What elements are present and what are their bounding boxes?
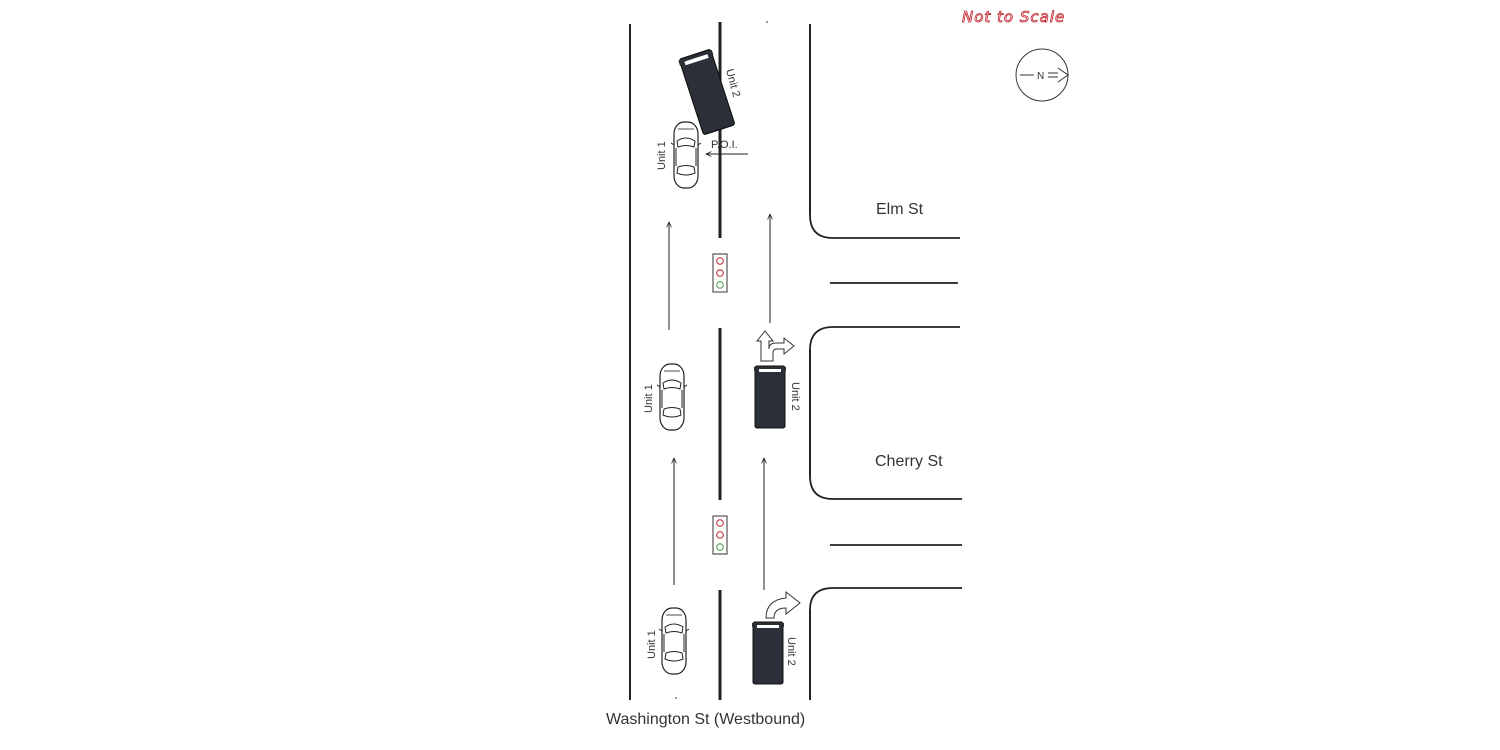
not-to-scale-note: Not to Scale — [962, 8, 1065, 26]
unit1-label: Unit 1 — [656, 141, 668, 170]
cherry-st-label: Cherry St — [875, 453, 943, 470]
north-compass-icon: N — [1015, 48, 1069, 102]
elm-st-label: Elm St — [876, 201, 924, 218]
right-turn-arrow — [765, 591, 801, 619]
elm-st-road — [809, 214, 960, 351]
unit1-sedan-position-2 — [656, 363, 688, 431]
unit2-label: Unit 2 — [785, 637, 797, 666]
traffic-signal-upper — [712, 253, 728, 293]
unit1-sedan-position-1 — [658, 607, 690, 675]
unit2-truck-position-2 — [753, 365, 787, 429]
unit2-label: Unit 2 — [723, 68, 742, 99]
unit1-label: Unit 1 — [643, 384, 655, 413]
lane-mark-dot — [766, 21, 768, 23]
unit2-label: Unit 2 — [789, 382, 801, 411]
unit1-label: Unit 1 — [646, 630, 658, 659]
road-edges — [629, 24, 811, 700]
travel-path-arrows — [669, 154, 770, 590]
cherry-st-road — [809, 475, 962, 611]
unit2-truck-position-1 — [751, 621, 785, 685]
lane-mark-dot — [675, 697, 677, 699]
traffic-signal-lower — [712, 515, 728, 555]
straight-right-turn-arrow — [756, 330, 795, 362]
poi-label: P.O.I. — [711, 139, 738, 151]
washington-st-label: Washington St (Westbound) — [606, 711, 805, 728]
north-label: N — [1037, 71, 1044, 82]
unit1-sedan-position-3 — [670, 121, 702, 189]
